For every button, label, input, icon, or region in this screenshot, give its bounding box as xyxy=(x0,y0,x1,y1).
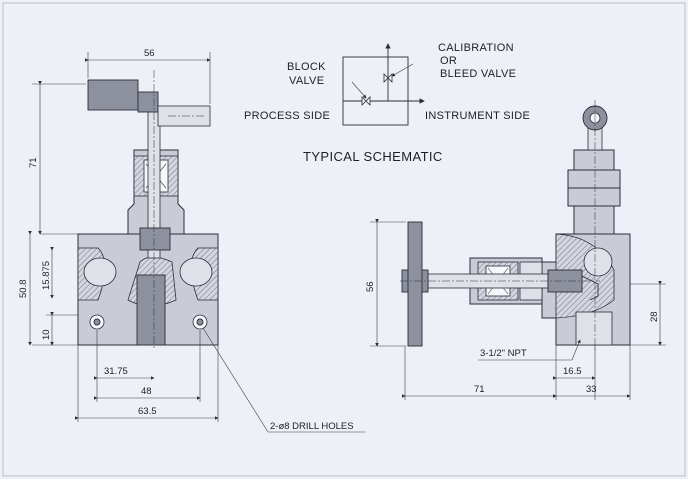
dim-48: 48 xyxy=(141,386,152,397)
dim-33: 33 xyxy=(586,384,597,395)
dim-height-71: 71 xyxy=(28,157,39,168)
handle-grip xyxy=(87,79,139,111)
drill-hole-right-inner xyxy=(196,318,204,326)
dim-side-71: 71 xyxy=(474,384,485,395)
block-valve-label-2: VALVE xyxy=(289,75,324,87)
calibration-label-2: OR xyxy=(440,55,457,67)
dim-port-15875: 15.875 xyxy=(41,261,52,290)
block-valve-symbol xyxy=(361,96,371,106)
block-valve-label-1: BLOCK xyxy=(287,61,326,73)
center-stem-lower xyxy=(136,274,166,346)
side-bore xyxy=(583,247,613,277)
npt-note: 3-1/2" NPT xyxy=(480,348,527,359)
dim-28: 28 xyxy=(649,311,660,322)
schematic-title: TYPICAL SCHEMATIC xyxy=(303,149,443,164)
instrument-side-label: INSTRUMENT SIDE xyxy=(425,110,530,122)
side-handle xyxy=(407,221,423,347)
left-port-bore xyxy=(83,257,117,287)
bleed-passage xyxy=(581,275,599,301)
block-valve-leader xyxy=(351,81,367,99)
npt-port xyxy=(575,311,613,346)
bleed-nut-upper xyxy=(573,149,615,171)
dim-top-56: 56 xyxy=(144,48,155,59)
calibration-label-3: BLEED VALVE xyxy=(440,68,516,80)
drill-hole-left-inner xyxy=(93,318,101,326)
bleed-valve-leader xyxy=(391,63,414,77)
front-view: 56 71 50.8 15.875 10 31.75 48 63.5 2-ø8 … xyxy=(18,48,365,433)
bleed-nut-lower xyxy=(573,205,615,235)
calibration-label-1: CALIBRATION xyxy=(438,42,514,54)
bleed-valve-symbol xyxy=(383,73,393,83)
right-port-bore xyxy=(179,257,213,287)
dim-635: 63.5 xyxy=(138,406,157,417)
process-side-label: PROCESS SIDE xyxy=(244,110,330,122)
dim-body-508: 50.8 xyxy=(18,280,29,299)
side-view: 56 28 3-1/2" NPT 16.5 71 33 xyxy=(365,100,666,400)
dim-side-56: 56 xyxy=(365,281,376,292)
schematic-box xyxy=(342,56,409,126)
typical-schematic: BLOCK VALVE CALIBRATION OR BLEED VALVE P… xyxy=(244,42,530,164)
stem-tip xyxy=(139,227,171,251)
dim-165: 16.5 xyxy=(563,366,582,377)
dim-3175: 31.75 xyxy=(104,366,128,377)
drill-leader xyxy=(202,327,269,433)
dim-hole-10: 10 xyxy=(41,329,52,340)
drill-note: 2-ø8 DRILL HOLES xyxy=(270,421,354,432)
handle-hub xyxy=(137,91,159,113)
